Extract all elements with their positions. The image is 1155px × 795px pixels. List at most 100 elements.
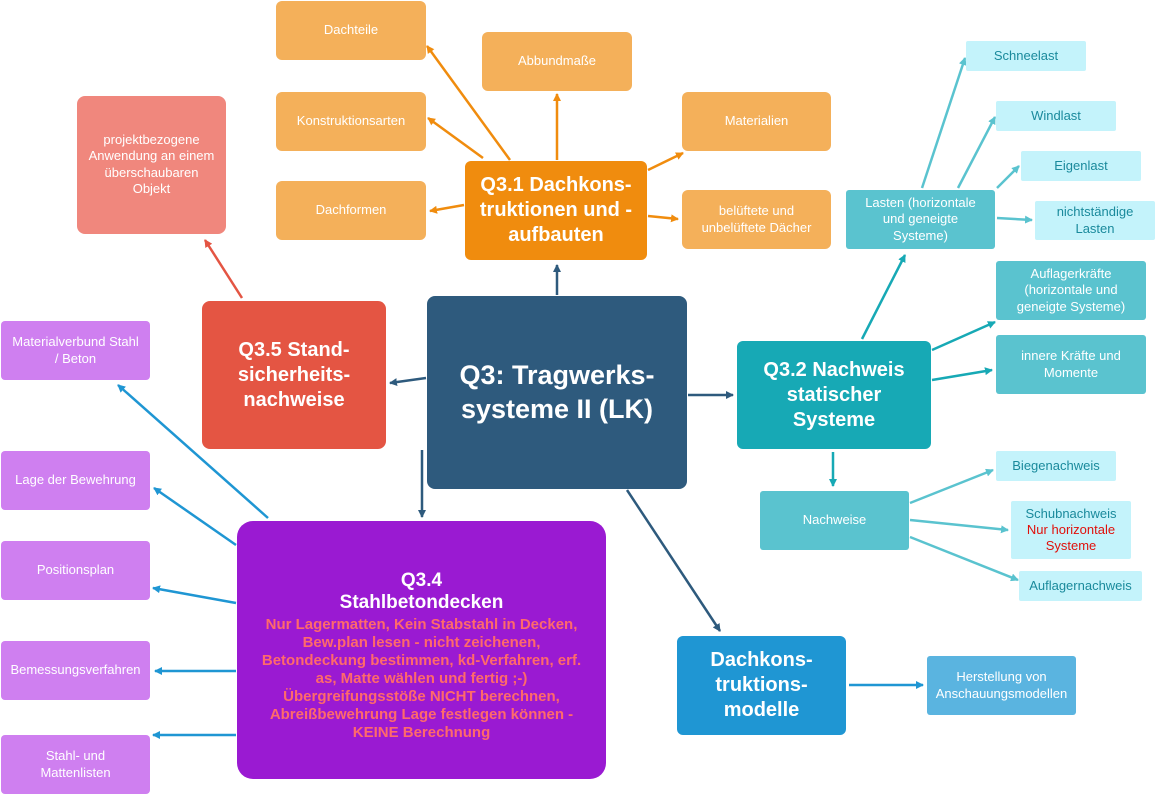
lage-bewehrung-node[interactable]: Lage der Bewehrung <box>1 451 150 510</box>
projekt-line4: Objekt <box>132 180 171 196</box>
edge-q34-material <box>117 384 269 519</box>
stahl-line1: Stahl- und <box>45 748 106 764</box>
q34-body-line: Abreißbewehrung Lage festlegen können - <box>269 705 574 723</box>
materialien-label: Materialien <box>724 113 789 129</box>
dachteile-node[interactable]: Dachteile <box>276 1 426 60</box>
edge-lasten-schnee <box>920 57 967 189</box>
bemessungsverfahren-node[interactable]: Bemessungsverfahren <box>1 641 150 700</box>
dachformen-node[interactable]: Dachformen <box>276 181 426 240</box>
q35-topic[interactable]: Q3.5 Stand- sicherheits- nachweise <box>202 301 386 449</box>
bemessung-label: Bemessungsverfahren <box>10 662 141 678</box>
abbundmasse-node[interactable]: Abbundmaße <box>482 32 632 91</box>
edge-q34-lage <box>153 486 237 547</box>
konstruktionsarten-node[interactable]: Konstruktionsarten <box>276 92 426 151</box>
auflagernachweis-label: Auflagernachweis <box>1029 577 1132 593</box>
nichtstaendige-node[interactable]: nichtständige Lasten <box>1035 201 1155 240</box>
auflagerkraefte-line3: geneigte Systeme) <box>1016 298 1126 314</box>
windlast-node[interactable]: Windlast <box>996 101 1116 131</box>
center-topic[interactable]: Q3: Tragwerks- systeme II (LK) <box>427 296 687 489</box>
edge-lasten-eigen <box>996 165 1020 189</box>
q34-title-line1: Q3.4 <box>400 570 443 591</box>
edge-q35-projekt <box>203 239 244 299</box>
belueftete-line2: unbelüftete Dächer <box>701 219 812 235</box>
projektbezogen-node[interactable]: projektbezogene Anwendung an einem übers… <box>77 96 226 234</box>
q34-body-line: Übergreifungsstöße NICHT berechnen, <box>283 687 560 705</box>
dach-modelle-topic[interactable]: Dachkons- truktions- modelle <box>677 636 846 735</box>
q32-topic[interactable]: Q3.2 Nachweis statischer Systeme <box>737 341 931 449</box>
eigenlast-label: Eigenlast <box>1054 157 1108 173</box>
herstellung-line1: Herstellung von <box>956 669 1047 685</box>
dach-line2: truktions- <box>715 674 808 696</box>
lasten-node[interactable]: Lasten (horizontale und geneigte Systeme… <box>846 190 995 249</box>
auflagerkraefte-line2: (horizontale und <box>1024 282 1118 298</box>
schubnachweis-node[interactable]: Schubnachweis Nur horizontale Systeme <box>1011 501 1131 559</box>
q35-line3: nachweise <box>243 388 345 411</box>
q34-body-line: Bew.plan lesen - nicht zeichenen, <box>302 633 541 651</box>
projekt-line1: projektbezogene <box>103 132 200 147</box>
q31-line2: truktionen und - <box>479 199 633 221</box>
lage-label: Lage der Bewehrung <box>15 472 136 488</box>
q31-line1: Q3.1 Dachkons- <box>480 174 632 196</box>
edge-q32-innere <box>931 367 993 382</box>
q32-line2: statischer <box>786 383 882 406</box>
stahllisten-node[interactable]: Stahl- und Mattenlisten <box>1 735 150 794</box>
edge-q31-dachteile <box>425 45 512 161</box>
schneelast-node[interactable]: Schneelast <box>966 41 1086 71</box>
q31-topic[interactable]: Q3.1 Dachkons- truktionen und - aufbaute… <box>465 161 647 260</box>
dachteile-label: Dachteile <box>323 22 379 38</box>
edge-center-dach <box>625 489 722 632</box>
q31-line3: aufbauten <box>508 224 604 246</box>
herstellung-node[interactable]: Herstellung von Anschauungsmodellen <box>927 656 1076 715</box>
edge-q31-dachformen <box>429 203 465 214</box>
auflagerkraefte-line1: Auflagerkräfte <box>1030 266 1112 282</box>
edge-q31-materialien <box>647 151 684 172</box>
materialverbund-line1: Materialverbund Stahl <box>12 334 139 350</box>
windlast-label: Windlast <box>1031 107 1081 123</box>
edge-lasten-wind <box>956 116 997 189</box>
center-topic-line2: systeme II (LK) <box>460 393 654 424</box>
q35-line2: sicherheits- <box>237 363 351 386</box>
auflagerkraefte-node[interactable]: Auflagerkräfte (horizontale und geneigte… <box>996 261 1146 320</box>
lasten-line1: Lasten (horizontale <box>865 195 976 211</box>
auflagernachweis-node[interactable]: Auflagernachweis <box>1019 571 1142 601</box>
positionsplan-node[interactable]: Positionsplan <box>1 541 150 600</box>
dach-line3: modelle <box>723 699 800 721</box>
q32-line3: Systeme <box>792 408 876 431</box>
schub-line2: Nur horizontale <box>1026 521 1116 537</box>
q34-body-line: as, Matte wählen und fertig ;-) <box>315 669 528 687</box>
lasten-line2: und geneigte <box>882 211 959 227</box>
materialverbund-node[interactable]: Materialverbund Stahl / Beton <box>1 321 150 380</box>
q34-topic[interactable]: Q3.4 Stahlbetondecken Nur Lagermatten, K… <box>237 521 606 779</box>
schub-line3: Systeme <box>1045 538 1097 554</box>
positionsplan-label: Positionsplan <box>36 562 115 578</box>
q34-title-line2: Stahlbetondecken <box>339 591 504 613</box>
q34-body-line: KEINE Berechnung <box>352 723 491 741</box>
edge-lasten-nichtst <box>996 215 1033 224</box>
center-topic-line1: Q3: Tragwerks- <box>459 359 655 390</box>
innere-kraefte-node[interactable]: innere Kräfte und Momente <box>996 335 1146 394</box>
innere-line2: Momente <box>1043 364 1099 380</box>
q34-body: Nur Lagermatten, Kein Stabstahl in Decke… <box>262 616 581 742</box>
konstruktionsarten-label: Konstruktionsarten <box>296 113 406 129</box>
dach-line1: Dachkons- <box>710 649 813 671</box>
materialverbund-line2: / Beton <box>54 350 97 366</box>
q34-body-line: Betondeckung bestimmen, kd-Verfahren, er… <box>261 651 582 669</box>
biegenachweis-node[interactable]: Biegenachweis <box>996 451 1116 481</box>
edge-q31-konstruktionsarten <box>427 116 484 160</box>
nachweise-node[interactable]: Nachweise <box>760 491 909 550</box>
nichtstaendige-line1: nichtständige <box>1056 204 1134 220</box>
materialien-node[interactable]: Materialien <box>682 92 831 151</box>
projekt-line3: überschaubaren <box>104 164 199 180</box>
nachweise-label: Nachweise <box>802 512 867 528</box>
q34-body-line: Nur Lagermatten, Kein Stabstahl in Decke… <box>265 615 578 633</box>
belueftete-node[interactable]: belüftete und unbelüftete Dächer <box>682 190 831 249</box>
schneelast-label: Schneelast <box>993 47 1059 63</box>
edge-nachw-auflager <box>909 535 1019 582</box>
edge-nachw-biege <box>909 468 994 505</box>
projekt-line2: Anwendung an einem <box>88 148 215 164</box>
nichtstaendige-line2: Lasten <box>1075 220 1115 236</box>
eigenlast-node[interactable]: Eigenlast <box>1021 151 1141 181</box>
edge-q32-lasten <box>860 254 907 340</box>
q35-line1: Q3.5 Stand- <box>238 338 350 361</box>
